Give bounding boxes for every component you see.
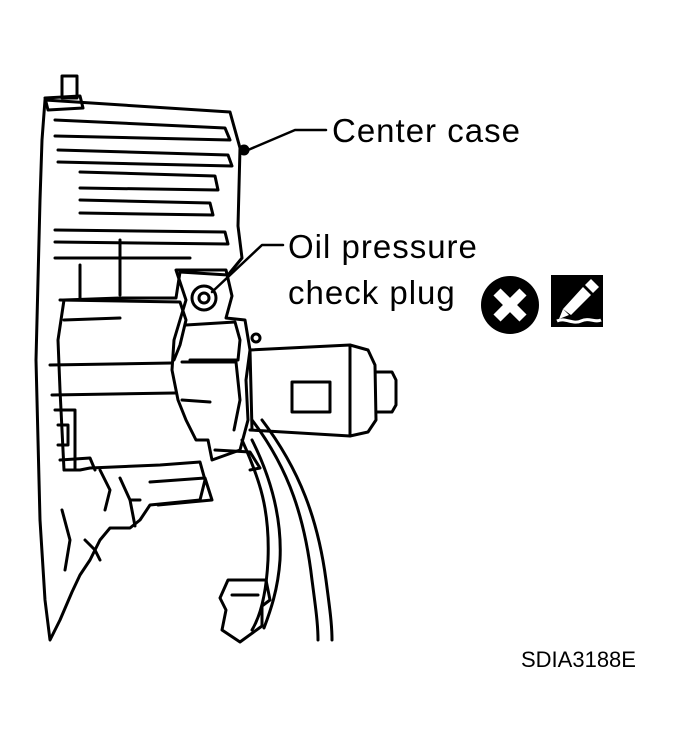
actuator-motor: [248, 343, 398, 438]
oil-pressure-label-line1: Oil pressure: [288, 228, 478, 265]
harness-connector: [218, 578, 272, 644]
plug-housing: [170, 268, 252, 462]
case-top-tab: [43, 74, 85, 112]
case-body-detail: [48, 298, 214, 572]
oil-pressure-check-plug: [190, 284, 218, 312]
center-case-leader: [246, 128, 328, 152]
sealant-icon: [551, 275, 603, 327]
center-case-label: Center case: [332, 112, 521, 149]
harness-cables: [213, 418, 334, 642]
figure-code: SDIA3188E: [521, 647, 636, 672]
oil-pressure-label-line2: check plug: [288, 274, 456, 311]
case-fins: [53, 118, 234, 302]
x-circle-icon: [481, 276, 539, 334]
oil-plug-leader: [210, 243, 285, 294]
